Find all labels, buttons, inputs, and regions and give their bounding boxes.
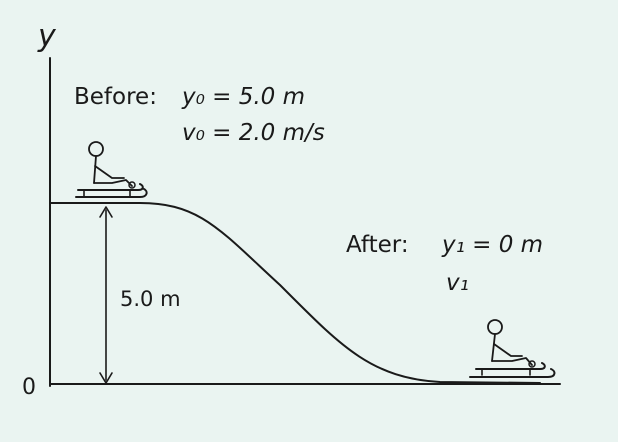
after-v1: v₁ (446, 270, 469, 296)
rider-head (88, 141, 104, 157)
hill-curve (49, 202, 541, 384)
sled-runner (75, 188, 148, 198)
height-label: 5.0 m (120, 287, 181, 311)
before-v0: v₀ = 2.0 m/s (182, 120, 325, 146)
rider-head (487, 319, 503, 335)
rider-legs (93, 179, 133, 187)
before-title: Before: (74, 84, 157, 110)
sled-legs (481, 368, 531, 376)
sled-legs (83, 189, 131, 197)
after-title: After: (346, 232, 409, 258)
height-dimension-arrow (99, 206, 113, 384)
rider-body (491, 333, 496, 362)
rider-arm (94, 165, 125, 179)
sled-rider-after (469, 319, 556, 378)
origin-label: 0 (22, 375, 36, 400)
sled-top (77, 183, 144, 191)
sled-rider-before (75, 141, 148, 198)
rider-arm (493, 343, 523, 357)
rider-legs (491, 357, 533, 366)
after-y1: y₁ = 0 m (441, 232, 543, 258)
sled-runner (469, 368, 556, 378)
rider-foot (528, 360, 536, 368)
before-y0: y₀ = 5.0 m (181, 84, 305, 110)
rider-foot (128, 181, 136, 189)
sled-top (475, 362, 546, 370)
y-axis-label: y (37, 19, 57, 54)
rider-body (93, 155, 97, 184)
